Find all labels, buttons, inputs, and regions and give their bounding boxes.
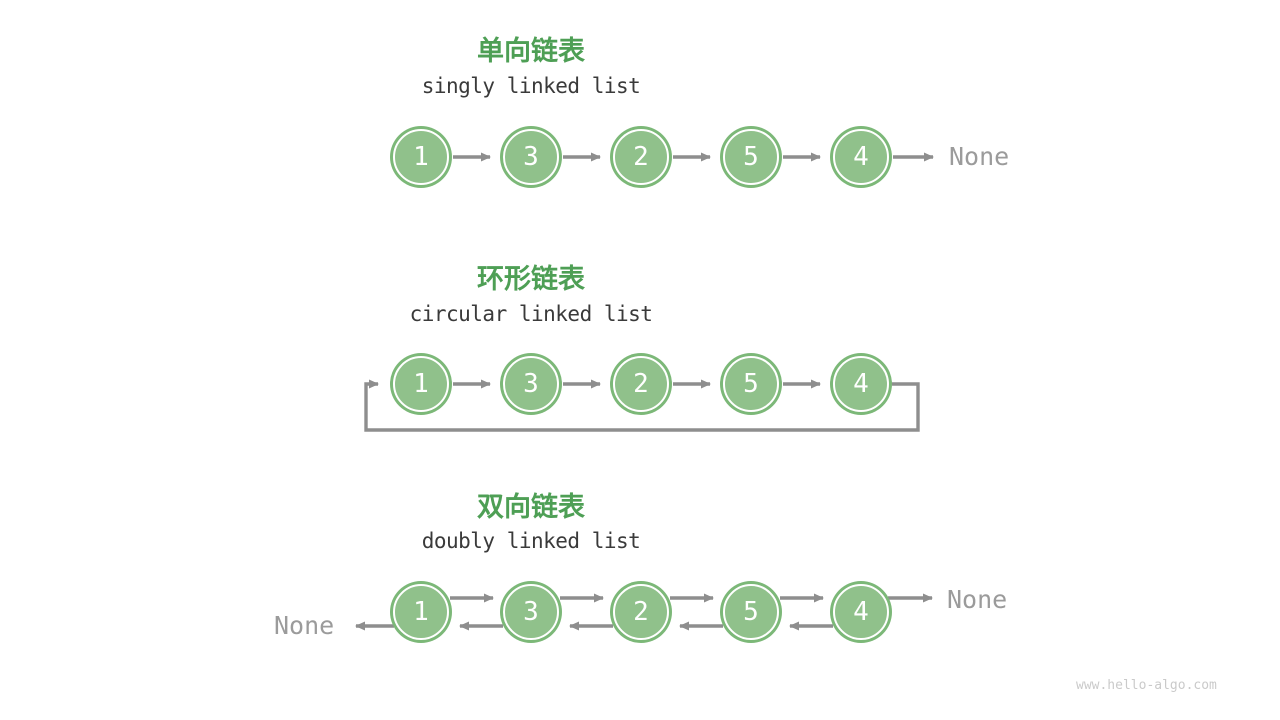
singly-node-5: 4 <box>833 129 889 185</box>
doubly-node-3: 2 <box>613 584 669 640</box>
circular-node-1: 1 <box>393 356 449 412</box>
doubly-tail-none-label: None <box>947 585 1008 614</box>
circular-node-2: 3 <box>503 356 559 412</box>
section-title-singly: 单向链表 <box>477 36 585 66</box>
watermark: www.hello-algo.com <box>1076 678 1217 693</box>
singly-tail-none-label: None <box>949 142 1010 171</box>
singly-node-4: 5 <box>723 129 779 185</box>
singly-node-1: 1 <box>393 129 449 185</box>
section-title-circular: 环形链表 <box>477 264 585 294</box>
circular-arrows <box>364 379 920 432</box>
section-subtitle-circular: circular linked list <box>409 302 653 326</box>
doubly-node-5: 4 <box>833 584 889 640</box>
doubly-head-none-label: None <box>274 611 335 640</box>
section-subtitle-doubly: doubly linked list <box>421 529 641 553</box>
section-subtitle-singly: singly linked list <box>421 74 641 98</box>
circular-loop-arrow <box>364 379 920 432</box>
doubly-node-2: 3 <box>503 584 559 640</box>
circular-node-3: 2 <box>613 356 669 412</box>
doubly-node-1: 1 <box>393 584 449 640</box>
singly-node-2: 3 <box>503 129 559 185</box>
doubly-node-4: 5 <box>723 584 779 640</box>
circular-node-4: 5 <box>723 356 779 412</box>
doubly-arrows <box>355 593 933 631</box>
singly-node-3: 2 <box>613 129 669 185</box>
section-title-doubly: 双向链表 <box>477 492 585 522</box>
circular-node-5: 4 <box>833 356 889 412</box>
